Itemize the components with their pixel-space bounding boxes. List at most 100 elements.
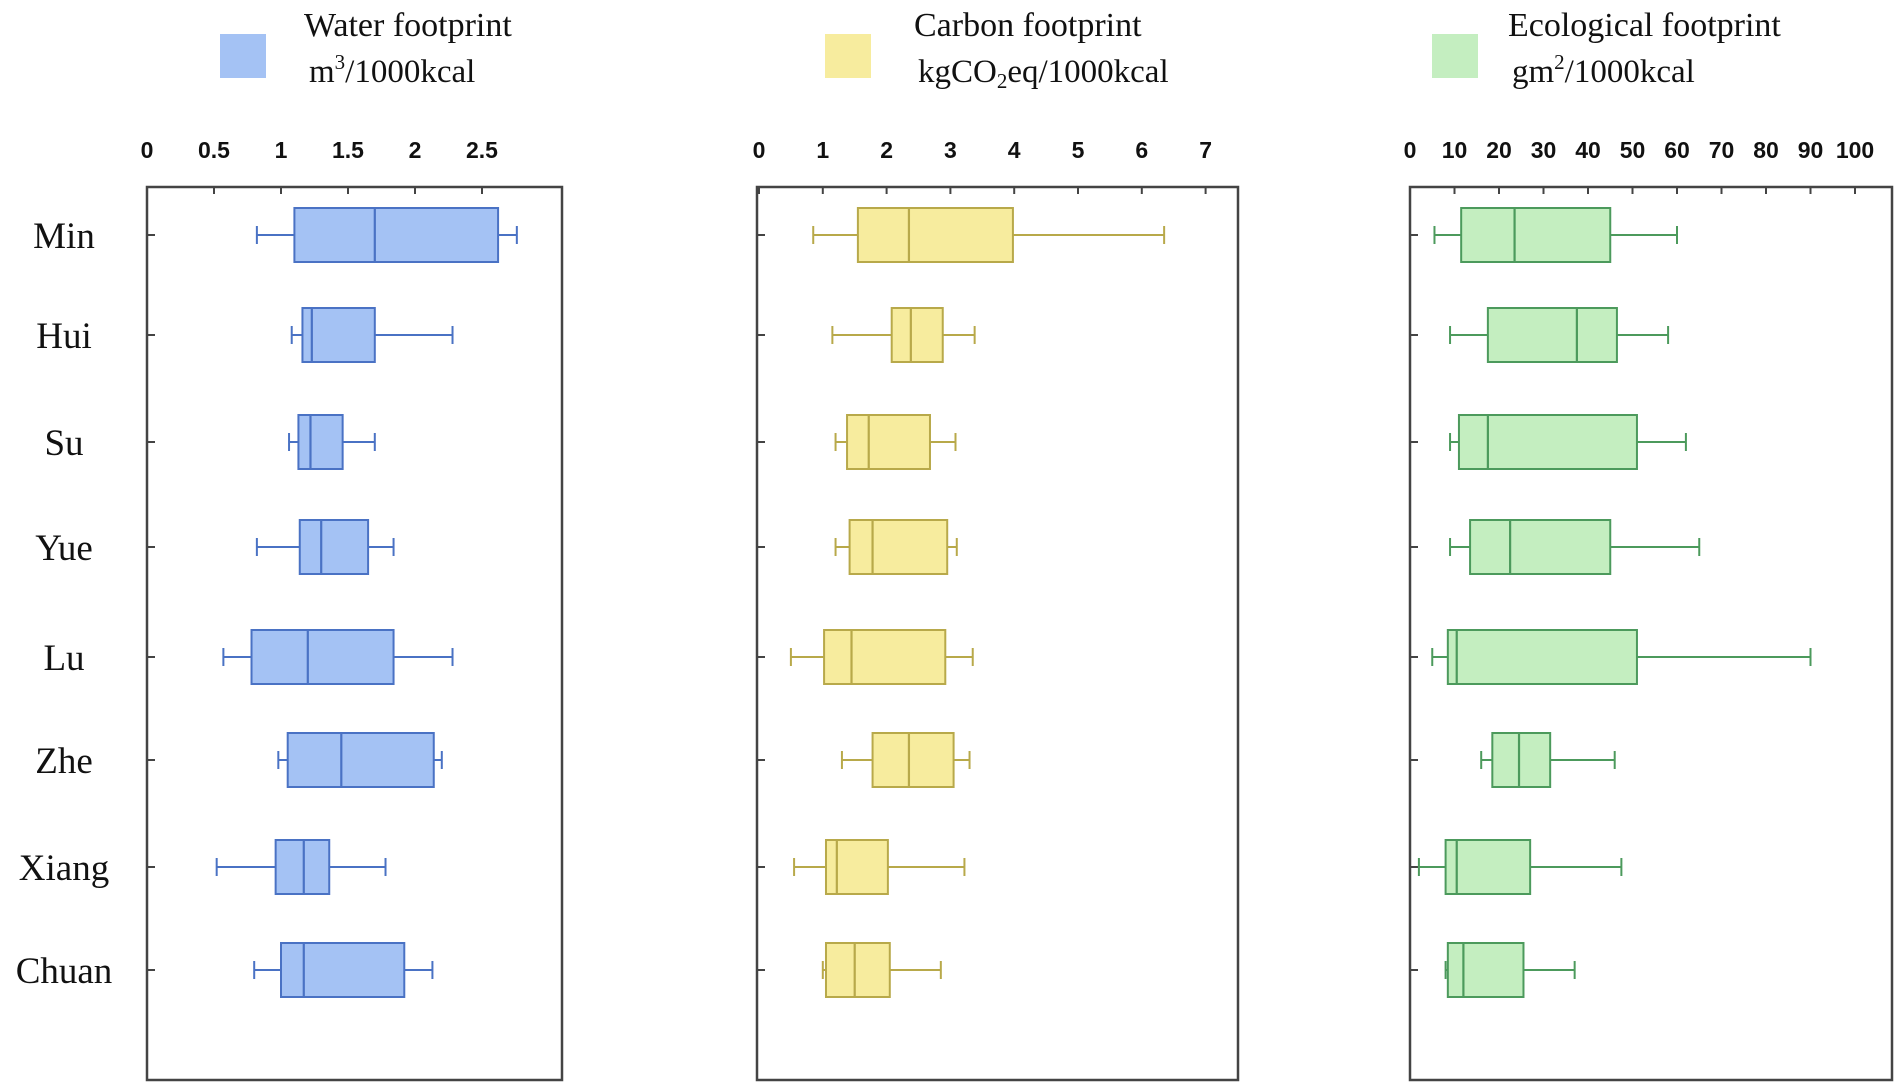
ecological-footprint-x-tick-label: 80 bbox=[1753, 137, 1779, 163]
ecological-footprint-box-yue bbox=[1449, 519, 1701, 575]
iqr-box bbox=[1486, 307, 1618, 363]
carbon-footprint-plot-frame bbox=[755, 185, 1240, 1082]
ecological-footprint-legend-unit: gm2/1000kcal bbox=[1512, 50, 1695, 90]
carbon-footprint-x-tick-label: 2 bbox=[880, 137, 893, 163]
iqr-box bbox=[824, 942, 891, 998]
water-footprint-box-zhe bbox=[277, 732, 443, 788]
carbon-footprint-box-zhe bbox=[840, 732, 971, 788]
carbon-footprint-box-hui bbox=[831, 307, 976, 363]
water-footprint-plot-frame bbox=[145, 185, 564, 1082]
iqr-box bbox=[848, 519, 949, 575]
ecological-footprint-x-tick-label: 60 bbox=[1664, 137, 1690, 163]
water-footprint-x-tick-label: 1 bbox=[275, 137, 288, 163]
water-footprint-box-lu bbox=[222, 629, 454, 685]
water-footprint-legend-title: Water footprint bbox=[304, 7, 512, 44]
water-footprint-box-chuan bbox=[253, 942, 434, 998]
ecological-footprint-box-xiang bbox=[1417, 839, 1623, 895]
carbon-footprint-x-tick-label: 4 bbox=[1008, 137, 1021, 163]
iqr-box bbox=[298, 519, 370, 575]
carbon-footprint-x-tick-label: 5 bbox=[1072, 137, 1085, 163]
ecological-footprint-x-tick-label: 70 bbox=[1709, 137, 1735, 163]
ecological-footprint-x-tick-label: 90 bbox=[1798, 137, 1824, 163]
water-footprint-panel: Water footprint m3/1000kcal 0 0.5 1 1.5 2 2.5 bbox=[141, 7, 564, 1082]
iqr-box bbox=[274, 839, 331, 895]
ecological-footprint-box-min bbox=[1433, 207, 1678, 263]
carbon-footprint-x-tick-label: 1 bbox=[816, 137, 829, 163]
iqr-box bbox=[1444, 839, 1532, 895]
water-footprint-x-tick-label: 2.5 bbox=[466, 137, 498, 163]
iqr-box bbox=[846, 414, 931, 470]
water-footprint-legend-unit: m3/1000kcal bbox=[309, 50, 475, 90]
carbon-footprint-box-min bbox=[812, 207, 1166, 263]
carbon-footprint-x-tick-label: 0 bbox=[753, 137, 766, 163]
carbon-footprint-legend: Carbon footprint kgCO2eq/1000kcal bbox=[825, 7, 1169, 93]
water-footprint-legend-swatch bbox=[220, 34, 266, 78]
iqr-box bbox=[280, 942, 406, 998]
carbon-footprint-box-yue bbox=[834, 519, 958, 575]
ecological-footprint-x-tick-label: 50 bbox=[1620, 137, 1646, 163]
ecological-footprint-box-chuan bbox=[1444, 942, 1576, 998]
ecological-footprint-x-tick-label: 10 bbox=[1442, 137, 1468, 163]
category-label-yue: Yue bbox=[35, 528, 93, 569]
water-footprint-x-tick-label: 1.5 bbox=[332, 137, 364, 163]
chart-panels: Water footprint m3/1000kcal 0 0.5 1 1.5 2 2.5 Ca… bbox=[141, 7, 1894, 1082]
category-label-zhe: Zhe bbox=[35, 741, 93, 782]
carbon-footprint-legend-title: Carbon footprint bbox=[914, 7, 1142, 44]
iqr-box bbox=[293, 207, 500, 263]
iqr-box bbox=[823, 629, 947, 685]
ecological-footprint-box-zhe bbox=[1480, 732, 1616, 788]
category-label-min: Min bbox=[33, 216, 95, 257]
category-label-hui: Hui bbox=[36, 316, 92, 357]
carbon-footprint-legend-swatch bbox=[825, 34, 871, 78]
carbon-footprint-box-su bbox=[834, 414, 957, 470]
category-label-chuan: Chuan bbox=[16, 951, 113, 992]
ecological-footprint-legend-title: Ecological footprint bbox=[1508, 7, 1781, 44]
iqr-box bbox=[1469, 519, 1612, 575]
ecological-footprint-legend: Ecological footprint gm2/1000kcal bbox=[1432, 7, 1781, 90]
ecological-footprint-box-hui bbox=[1449, 307, 1670, 363]
carbon-footprint-x-tick-label: 3 bbox=[944, 137, 957, 163]
ecological-footprint-plot-frame bbox=[1408, 185, 1894, 1082]
iqr-box bbox=[1446, 942, 1525, 998]
category-label-lu: Lu bbox=[43, 638, 84, 679]
carbon-footprint-box-xiang bbox=[793, 839, 966, 895]
carbon-footprint-x-tick-label: 6 bbox=[1135, 137, 1148, 163]
iqr-box bbox=[1446, 629, 1638, 685]
iqr-box bbox=[1460, 207, 1612, 263]
iqr-box bbox=[250, 629, 395, 685]
carbon-footprint-box-chuan bbox=[821, 942, 942, 998]
water-footprint-box-yue bbox=[255, 519, 395, 575]
iqr-box bbox=[286, 732, 435, 788]
ecological-footprint-x-tick-label: 100 bbox=[1836, 137, 1874, 163]
ecological-footprint-x-tick-label: 0 bbox=[1404, 137, 1417, 163]
water-footprint-box-su bbox=[288, 414, 376, 470]
category-label-xiang: Xiang bbox=[19, 848, 109, 889]
ecological-footprint-x-tick-label: 30 bbox=[1531, 137, 1557, 163]
water-footprint-box-hui bbox=[290, 307, 454, 363]
water-footprint-x-tick-label: 0.5 bbox=[198, 137, 230, 163]
iqr-box bbox=[301, 307, 376, 363]
iqr-box bbox=[890, 307, 944, 363]
iqr-box bbox=[1457, 414, 1638, 470]
ecological-footprint-box-su bbox=[1449, 414, 1687, 470]
iqr-box bbox=[1491, 732, 1552, 788]
ecological-footprint-legend-swatch bbox=[1432, 34, 1478, 78]
ecological-footprint-x-tick-label: 20 bbox=[1486, 137, 1512, 163]
iqr-box bbox=[856, 207, 1014, 263]
iqr-box bbox=[824, 839, 889, 895]
ecological-footprint-panel: Ecological footprint gm2/1000kcal 0 10 20 30 4… bbox=[1404, 7, 1894, 1082]
water-footprint-box-xiang bbox=[215, 839, 387, 895]
water-footprint-x-tick-label: 2 bbox=[409, 137, 422, 163]
water-footprint-legend: Water footprint m3/1000kcal bbox=[220, 7, 512, 90]
ecological-footprint-box-lu bbox=[1431, 629, 1812, 685]
category-label-su: Su bbox=[44, 423, 83, 464]
water-footprint-box-min bbox=[255, 207, 518, 263]
water-footprint-x-tick-label: 0 bbox=[141, 137, 154, 163]
iqr-box bbox=[871, 732, 955, 788]
carbon-footprint-legend-unit: kgCO2eq/1000kcal bbox=[918, 54, 1169, 93]
ecological-footprint-x-tick-label: 40 bbox=[1575, 137, 1601, 163]
carbon-footprint-box-lu bbox=[789, 629, 974, 685]
